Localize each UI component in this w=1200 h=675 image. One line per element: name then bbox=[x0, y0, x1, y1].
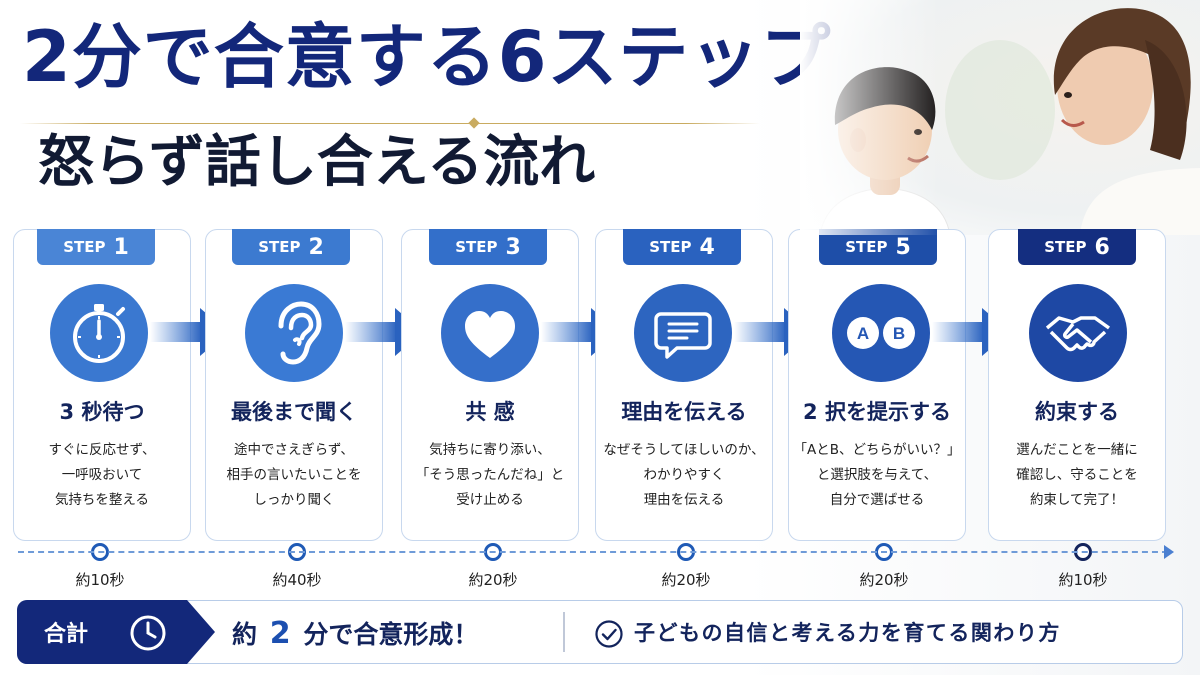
step-badge-4: STEP 4 bbox=[623, 229, 741, 265]
step-description-line: 相手の言いたいことを bbox=[226, 467, 362, 483]
total-summary: 約 2 分で合意形成！ bbox=[232, 615, 478, 651]
timeline-line bbox=[18, 551, 1168, 553]
step-description-line: 「そう思ったんだね」と bbox=[415, 467, 565, 483]
step-title-3: 共 感 bbox=[465, 400, 515, 424]
svg-text:A: A bbox=[857, 324, 869, 343]
step-badge-1: STEP 1 bbox=[37, 229, 155, 265]
step-card-3 bbox=[401, 229, 579, 541]
clock-icon bbox=[130, 615, 166, 651]
step-badge-number: 5 bbox=[895, 234, 911, 260]
step-icon-circle-3 bbox=[441, 284, 539, 382]
step-duration-6: 約10秒 bbox=[1058, 571, 1108, 589]
step-description-line: わかりやすく bbox=[643, 467, 725, 483]
step-card-5 bbox=[788, 229, 966, 541]
hero-photo bbox=[800, 0, 1200, 235]
timeline-arrowhead bbox=[1164, 545, 1174, 559]
step-title-2: 最後まで聞く bbox=[231, 400, 357, 424]
step-badge-number: 6 bbox=[1094, 234, 1110, 260]
heart-icon bbox=[465, 311, 515, 358]
step-duration-3: 約20秒 bbox=[468, 571, 518, 589]
step-description-line: 気持ちを整える bbox=[54, 492, 150, 508]
step-description-line: 「AとB、どちらがいい？」 bbox=[793, 442, 961, 458]
step-title-1: 3 秒待つ bbox=[59, 400, 145, 424]
step-description-line: 気持ちに寄り添い、 bbox=[429, 442, 551, 458]
step-description-6: 選んだことを一緒に確認し、守ることを約束して完了！ bbox=[988, 438, 1166, 513]
step-card-4 bbox=[595, 229, 773, 541]
step-description-line: 理由を伝える bbox=[643, 492, 725, 508]
step-card-2 bbox=[205, 229, 383, 541]
step-icon-circle-4 bbox=[634, 284, 732, 382]
step-badge-label: STEP bbox=[1044, 238, 1087, 256]
total-label: 合計 bbox=[44, 622, 89, 647]
total-minutes: 2 bbox=[269, 616, 291, 651]
step-description-2: 途中でさえぎらず、相手の言いたいことをしっかり聞く bbox=[205, 438, 383, 513]
step-description-line: しっかり聞く bbox=[253, 492, 335, 508]
step-badge-number: 3 bbox=[505, 234, 521, 260]
summary-divider bbox=[563, 612, 565, 652]
step-duration-2: 約40秒 bbox=[272, 571, 322, 589]
step-description-line: 一呼吸おいて bbox=[61, 467, 143, 483]
step-description-line: すぐに反応せず、 bbox=[48, 442, 156, 458]
step-description-line: 選んだことを一緒に bbox=[1016, 442, 1138, 458]
step-badge-number: 2 bbox=[308, 234, 324, 260]
tagline: 子どもの自信と考える力を育てる関わり方 bbox=[634, 621, 1061, 645]
step-badge-label: STEP bbox=[63, 238, 106, 256]
step-badge-label: STEP bbox=[455, 238, 498, 256]
step-icon-circle-2 bbox=[245, 284, 343, 382]
step-description-line: 途中でさえぎらず、 bbox=[234, 442, 354, 458]
step-icon-circle-5: A B bbox=[832, 284, 930, 382]
step-badge-number: 4 bbox=[699, 234, 715, 260]
step-description-line: 約束して完了！ bbox=[1029, 492, 1125, 508]
subtitle: 怒らず話し合える流れ bbox=[38, 130, 596, 195]
step-badge-3: STEP 3 bbox=[429, 229, 547, 265]
step-title-5: 2 択を提示する bbox=[803, 400, 951, 424]
step-title-4: 理由を伝える bbox=[621, 400, 747, 424]
step-description-line: と選択肢を与えて、 bbox=[816, 467, 938, 483]
ab-choice-icon: A B bbox=[847, 317, 915, 349]
parent-child-illustration bbox=[819, 8, 1200, 235]
step-badge-5: STEP 5 bbox=[819, 229, 937, 265]
main-title: 2分で合意する6ステップ bbox=[22, 16, 832, 98]
step-description-3: 気持ちに寄り添い、「そう思ったんだね」と受け止める bbox=[401, 438, 579, 513]
check-circle-icon bbox=[595, 620, 623, 648]
step-description-5: 「AとB、どちらがいい？」と選択肢を与えて、自分で選ばせる bbox=[788, 438, 966, 513]
step-badge-6: STEP 6 bbox=[1018, 229, 1136, 265]
step-duration-5: 約20秒 bbox=[859, 571, 909, 589]
step-description-line: 確認し、守ることを bbox=[1016, 467, 1138, 483]
step-duration-4: 約20秒 bbox=[661, 571, 711, 589]
step-description-1: すぐに反応せず、一呼吸おいて気持ちを整える bbox=[13, 438, 191, 513]
step-description-line: 受け止める bbox=[456, 492, 524, 508]
title-divider bbox=[20, 117, 760, 129]
ear-icon bbox=[278, 301, 322, 365]
svg-text:B: B bbox=[893, 324, 905, 343]
total-prefix: 約 bbox=[232, 620, 258, 649]
total-suffix: 分で合意形成！ bbox=[303, 620, 479, 649]
step-title-6: 約束する bbox=[1035, 400, 1119, 424]
step-duration-1: 約10秒 bbox=[75, 571, 125, 589]
step-badge-label: STEP bbox=[649, 238, 692, 256]
step-icon-circle-6 bbox=[1029, 284, 1127, 382]
step-badge-number: 1 bbox=[113, 234, 129, 260]
stopwatch-icon bbox=[73, 304, 125, 363]
step-card-6 bbox=[988, 229, 1166, 541]
step-badge-2: STEP 2 bbox=[232, 229, 350, 265]
step-description-line: なぜそうしてほしいのか、 bbox=[603, 442, 765, 458]
step-badge-label: STEP bbox=[258, 238, 301, 256]
total-label-badge bbox=[17, 600, 215, 664]
step-card-1 bbox=[13, 229, 191, 541]
chat-icon bbox=[654, 312, 712, 359]
step-badge-label: STEP bbox=[845, 238, 888, 256]
divider-ornament bbox=[468, 117, 480, 129]
step-description-line: 自分で選ばせる bbox=[829, 492, 925, 508]
step-icon-circle-1 bbox=[50, 284, 148, 382]
step-description-4: なぜそうしてほしいのか、わかりやすく理由を伝える bbox=[595, 438, 773, 513]
handshake-icon bbox=[1045, 316, 1111, 352]
